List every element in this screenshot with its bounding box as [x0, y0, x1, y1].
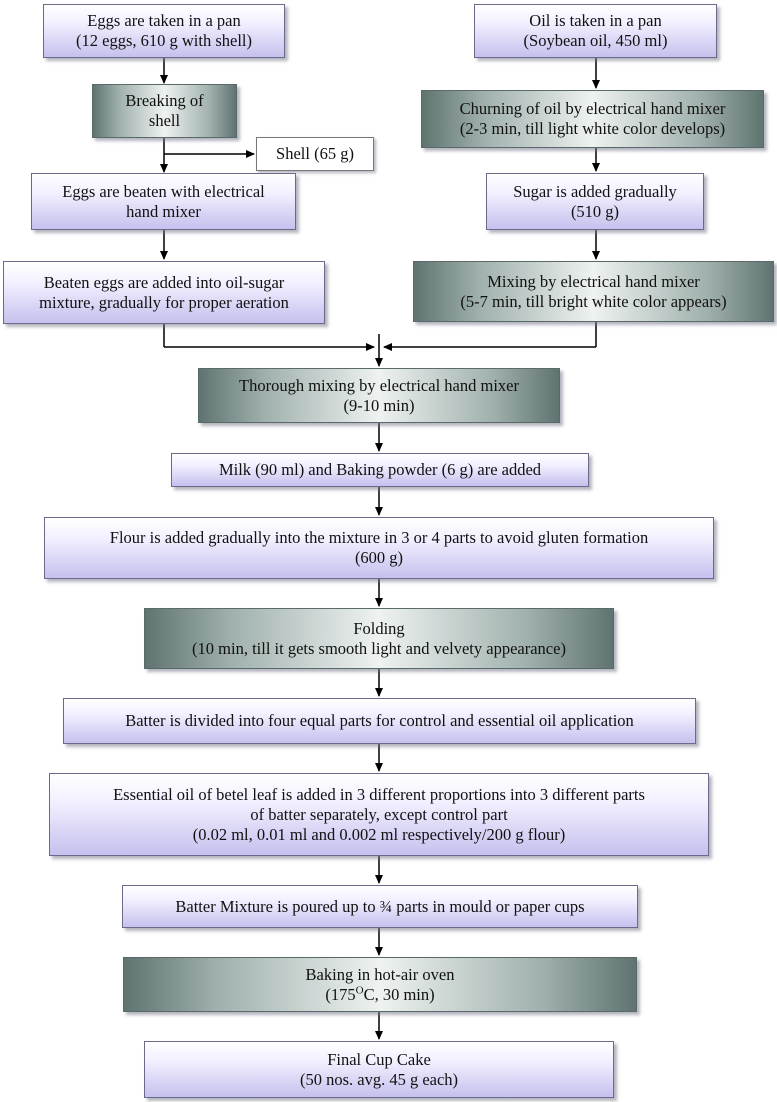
node-folding: Folding (10 min, till it gets smooth lig…: [144, 608, 614, 669]
node-text: Essential oil of betel leaf is added in …: [113, 784, 645, 804]
node-beaten-eggs-added: Beaten eggs are added into oil-sugar mix…: [3, 261, 325, 324]
degree-superscript: O: [355, 984, 364, 996]
node-text: Churning of oil by electrical hand mixer: [459, 99, 726, 118]
node-thorough-mixing: Thorough mixing by electrical hand mixer…: [198, 368, 560, 423]
node-eggs-taken: Eggs are taken in a pan (12 eggs, 610 g …: [43, 4, 285, 58]
node-text: Sugar is added gradually: [513, 181, 677, 201]
node-text: (: [325, 984, 331, 1004]
node-text: (0.02 ml, 0.01 ml and 0.002 ml respectiv…: [192, 824, 566, 844]
node-text: (510 g): [570, 201, 620, 221]
node-text: Oil is taken in a pan: [529, 11, 662, 30]
node-text: Milk (90 ml) and Baking powder (6 g) are…: [218, 460, 542, 479]
node-text: Final Cup Cake: [327, 1049, 431, 1069]
node-text: Eggs are beaten with electrical: [62, 181, 265, 201]
node-text: mixture, gradually for proper aeration: [39, 292, 289, 312]
node-final-cup-cake: Final Cup Cake (50 nos. avg. 45 g each): [144, 1041, 614, 1098]
node-churning-oil: Churning of oil by electrical hand mixer…: [421, 90, 764, 148]
node-text: (2-3 min, till light white color develop…: [459, 119, 726, 138]
node-text: shell: [148, 111, 181, 130]
node-text: Eggs are taken in a pan: [87, 11, 241, 30]
node-text: (10 min, till it gets smooth light and v…: [192, 638, 566, 658]
node-oil-taken: Oil is taken in a pan (Soybean oil, 450 …: [474, 4, 717, 58]
node-sugar-added: Sugar is added gradually (510 g): [486, 173, 704, 230]
node-text: (9-10 min): [343, 395, 415, 415]
node-text: hand mixer: [126, 201, 201, 221]
node-text: Mixing by electrical hand mixer: [487, 271, 700, 291]
node-text: Batter Mixture is poured up to ¾ parts i…: [175, 896, 585, 916]
node-flour-added: Flour is added gradually into the mixtur…: [44, 517, 714, 579]
node-breaking-shell: Breaking of shell: [92, 84, 237, 138]
node-text: of batter separately, except control par…: [250, 804, 508, 824]
node-text: (Soybean oil, 450 ml): [523, 31, 668, 50]
node-text: Beaten eggs are added into oil-sugar: [43, 272, 285, 292]
node-eggs-beaten: Eggs are beaten with electrical hand mix…: [31, 173, 296, 230]
node-text: Thorough mixing by electrical hand mixer: [239, 375, 519, 395]
node-text: Flour is added gradually into the mixtur…: [109, 528, 649, 547]
node-text: Breaking of: [125, 91, 204, 110]
node-batter-divided: Batter is divided into four equal parts …: [63, 698, 696, 744]
node-text: (12 eggs, 610 g with shell): [76, 31, 252, 50]
node-text: C, 30 min): [363, 984, 435, 1004]
node-essential-oil-added: Essential oil of betel leaf is added in …: [49, 773, 709, 856]
node-text: Baking in hot-air oven: [305, 964, 455, 984]
node-text: Shell (65 g): [276, 144, 354, 163]
node-batter-poured: Batter Mixture is poured up to ¾ parts i…: [122, 885, 638, 928]
node-shell: Shell (65 g): [256, 137, 374, 171]
node-milk-baking-powder: Milk (90 ml) and Baking powder (6 g) are…: [171, 453, 589, 487]
node-text: Batter is divided into four equal parts …: [125, 711, 634, 730]
node-text: (50 nos. avg. 45 g each): [299, 1069, 459, 1089]
node-text: Folding: [353, 618, 405, 638]
node-text: (600 g): [354, 548, 404, 567]
node-text: (5-7 min, till bright white color appear…: [460, 291, 727, 311]
node-temperature-line: (175OC, 30 min): [325, 985, 434, 1005]
node-baking-oven: Baking in hot-air oven (175OC, 30 min): [123, 957, 637, 1012]
node-text: 175: [330, 984, 356, 1004]
node-mixing-hand-mixer: Mixing by electrical hand mixer (5-7 min…: [413, 261, 774, 322]
